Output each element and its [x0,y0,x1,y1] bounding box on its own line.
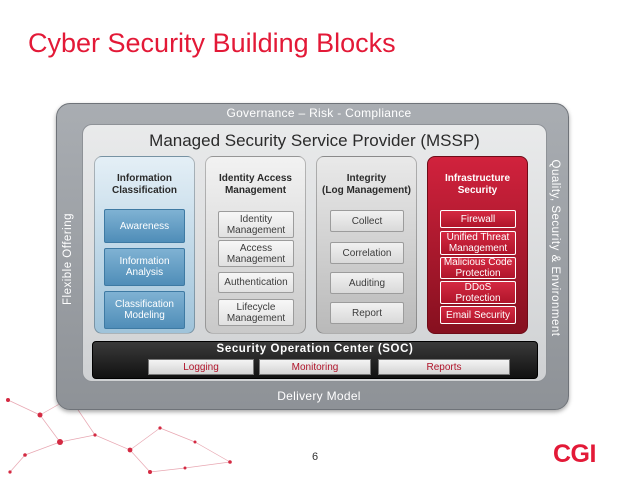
page-number: 6 [312,451,318,463]
block-label: Analysis [126,267,163,278]
block-label: Report [352,308,382,319]
block-identity-management: Identity Management [218,211,294,238]
block-label: Collect [352,216,383,227]
identity-access-management-heading: Identity Access Management [205,173,306,197]
block-label: Auditing [349,278,385,289]
block-correlation: Correlation [330,242,404,264]
block-information-analysis: Information Analysis [104,248,185,286]
heading-line: Integrity [316,173,417,185]
block-lifecycle-management: Lifecycle Management [218,299,294,326]
heading-line: Classification [94,185,195,197]
block-label: DDoS [465,282,492,293]
block-authentication: Authentication [218,272,294,293]
information-classification-heading: Information Classification [94,173,195,197]
heading-line: Information [94,173,195,185]
block-auditing: Auditing [330,272,404,294]
block-label: Management [227,225,285,236]
mssp-label: Managed Security Service Provider (MSSP) [82,131,547,151]
block-label: Protection [455,293,500,304]
soc-logging: Logging [148,359,254,375]
block-unified-threat-management: Unified Threat Management [440,231,516,255]
block-ddos-protection: DDoS Protection [440,281,516,304]
block-label: Classification [115,299,174,310]
block-label: Awareness [120,221,169,232]
block-label: Modeling [124,310,165,321]
block-label: Unified Threat [447,232,510,243]
governance-label: Governance – Risk - Compliance [0,106,638,120]
block-awareness: Awareness [104,209,185,243]
block-label: Lifecycle [237,302,276,313]
block-malicious-code-protection: Malicious Code Protection [440,257,516,279]
block-label: Malicious Code [444,257,512,268]
block-label: Firewall [461,214,495,225]
block-label: Information [119,256,169,267]
block-label: Identity [240,214,272,225]
infrastructure-security-heading: Infrastructure Security [427,173,528,197]
block-classification-modeling: Classification Modeling [104,291,185,329]
block-label: Email Security [446,310,510,321]
cgi-logo: CGI [553,440,596,469]
heading-line: Security [427,185,528,197]
heading-line: Identity Access [205,173,306,185]
slide-title: Cyber Security Building Blocks [28,28,396,59]
block-collect: Collect [330,210,404,232]
block-label: Management [449,243,507,254]
block-label: Correlation [343,248,392,259]
block-label: Protection [455,268,500,279]
block-label: Management [227,313,285,324]
block-report: Report [330,302,404,324]
heading-line: Infrastructure [427,173,528,185]
soc-title: Security Operation Center (SOC) [92,343,538,355]
soc-reports: Reports [378,359,510,375]
block-label: Management [227,254,285,265]
block-email-security: Email Security [440,306,516,324]
flexible-offering-label: Flexible Offering [62,213,74,305]
quality-security-environment-label: Quality, Security & Environment [549,160,561,337]
block-label: Access [240,243,272,254]
block-firewall: Firewall [440,210,516,228]
heading-line: (Log Management) [316,185,417,197]
delivery-model-label: Delivery Model [0,389,638,403]
block-access-management: Access Management [218,240,294,267]
heading-line: Management [205,185,306,197]
soc-monitoring: Monitoring [259,359,371,375]
integrity-heading: Integrity (Log Management) [316,173,417,197]
block-label: Authentication [224,277,287,288]
